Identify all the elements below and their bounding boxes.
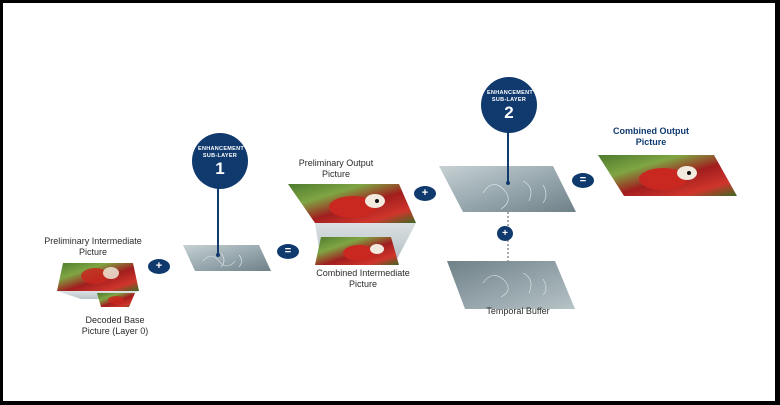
label-preliminary-intermediate: Preliminary Intermediate Picture [44,236,142,257]
equals-operator-2: = [572,173,594,188]
decoded-base-picture [97,293,135,307]
diagram-graphics [57,131,737,309]
badge-1-title: ENHANCEMENT SUB-LAYER [198,146,245,159]
plus-operator-2: + [414,186,436,201]
preliminary-output-picture [288,184,416,223]
enhancement-1-residual-plane [183,245,271,271]
preliminary-intermediate-picture [57,263,139,291]
equals-operator-1: = [277,244,299,259]
diagram-canvas: ENHANCEMENT SUB-LAYER 1 ENHANCEMENT SUB-… [3,3,775,401]
plus-operator-1: + [148,259,170,274]
label-temporal-buffer: Temporal Buffer [486,306,550,316]
label-combined-intermediate: Combined Intermediate Picture [316,268,410,289]
temporal-buffer-plane [447,261,575,309]
badge-2-number: 2 [504,103,514,122]
label-preliminary-output: Preliminary Output Picture [298,158,374,179]
enhancement-sublayer-2-badge: ENHANCEMENT SUB-LAYER 2 [481,77,537,133]
label-combined-output: Combined Output Picture [613,126,689,147]
enhancement-sublayer-1-badge: ENHANCEMENT SUB-LAYER 1 [192,133,248,189]
badge-1-number: 1 [215,159,225,178]
label-decoded-base: Decoded Base Picture (Layer 0) [81,315,149,336]
plus-operator-temporal: + [497,226,513,241]
badge-2-title: ENHANCEMENT SUB-LAYER [487,90,534,103]
combined-intermediate-picture [315,237,399,265]
enhancement-2-residual-plane [439,166,576,212]
combined-output-picture [598,155,737,196]
